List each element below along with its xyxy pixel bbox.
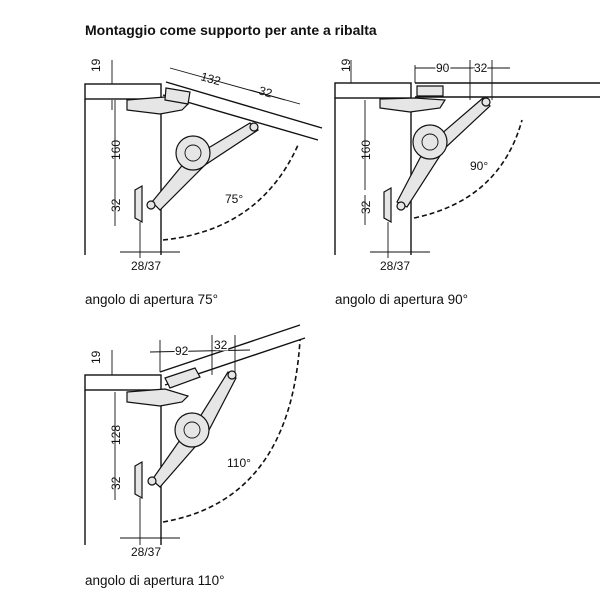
dim-top: 19	[89, 58, 103, 72]
angle-label: 110°	[227, 456, 251, 470]
angle-label: 75°	[225, 192, 243, 206]
base-plate	[134, 184, 143, 224]
dim-height: 160	[109, 140, 123, 160]
diagram-title: Montaggio come supporto per ante a ribal…	[85, 22, 377, 38]
caption-75: angolo di apertura 75°	[85, 292, 218, 307]
spring-disc	[174, 412, 210, 448]
spring-disc	[175, 135, 211, 171]
dim-base: 32	[109, 476, 123, 490]
mounting-plate	[379, 97, 447, 113]
dim-lid2: 32	[214, 338, 228, 352]
opening-arc	[162, 144, 299, 241]
lid	[415, 82, 600, 98]
angle-label: 90°	[470, 159, 488, 173]
panel-110: 19 128 32 28/37 92 32 110°	[84, 324, 306, 559]
dim-top: 19	[89, 350, 103, 364]
pivot-lower	[146, 200, 156, 210]
panel-75: 19 160 32 28/37 132 32 75°	[84, 58, 323, 273]
lid-bracket	[416, 85, 444, 97]
dim-lid: 90	[436, 61, 450, 75]
dim-offset: 28/37	[380, 259, 410, 273]
dim-offset: 28/37	[131, 545, 161, 559]
opening-arc	[413, 119, 523, 219]
panel-90: 19 160 32 28/37 90 32 90°	[334, 58, 600, 273]
dim-lid2: 32	[257, 83, 274, 100]
cabinet-top	[84, 83, 162, 100]
pivot-upper	[249, 122, 259, 132]
dim-offset: 28/37	[131, 259, 161, 273]
dim-height: 160	[359, 140, 373, 160]
spring-disc-center	[184, 144, 202, 162]
dim-base: 32	[109, 198, 123, 212]
dim-base: 32	[359, 200, 373, 214]
dim-lid2: 32	[474, 61, 488, 75]
dim-height: 128	[109, 425, 123, 445]
dim-lid: 92	[175, 344, 189, 358]
dim-top: 19	[339, 58, 353, 72]
lid-bracket	[164, 367, 201, 389]
caption-90: angolo di apertura 90°	[335, 292, 468, 307]
spring-disc	[412, 124, 448, 160]
opening-arc	[162, 339, 301, 523]
mounting-plate	[126, 388, 190, 407]
lid-bracket	[164, 87, 191, 105]
dim-lid: 132	[199, 69, 222, 88]
caption-110: angolo di apertura 110°	[85, 573, 225, 588]
